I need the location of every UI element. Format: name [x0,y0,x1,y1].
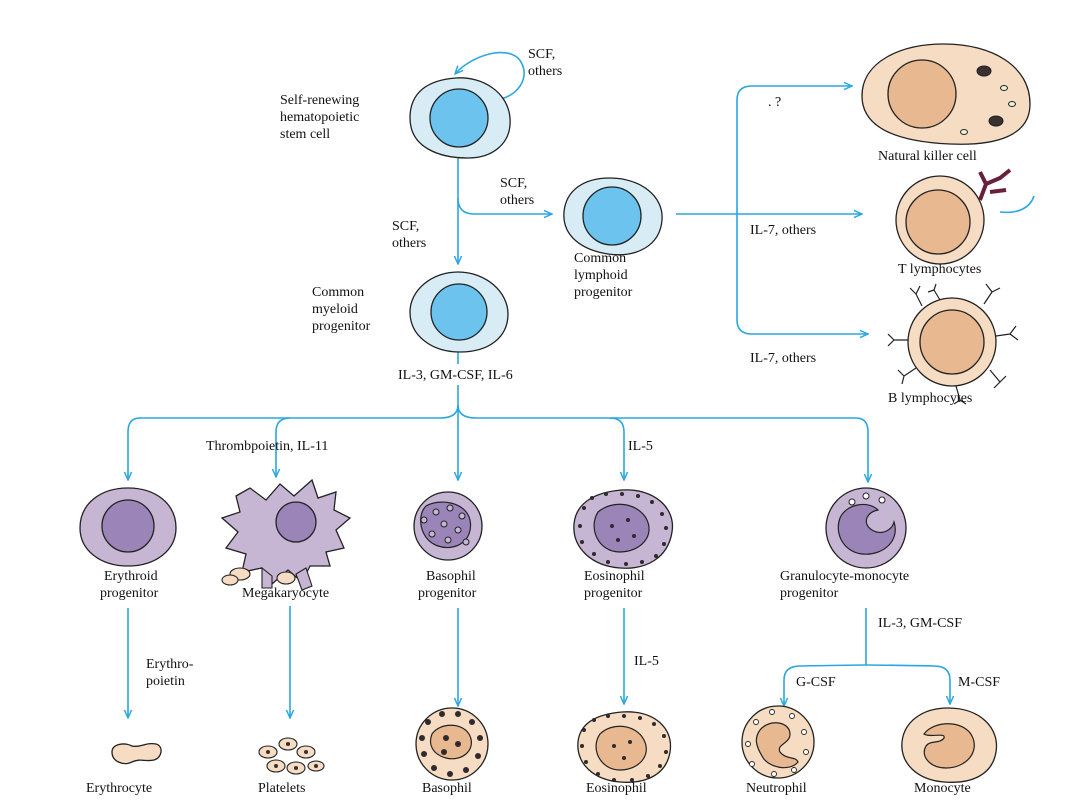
gm-prog-label-1: Granulocyte-monocyte [780,569,909,584]
b-lymphocyte-cell [887,283,1019,405]
lymphoid-to-nk-arrow [736,86,852,214]
lymphoid-label-2: lymphoid [574,268,628,283]
erythroid-label-1: Erythroid [104,569,158,584]
erythro-label-2: poietin [146,674,185,689]
erythro-label-1: Erythro- [146,657,194,672]
question-label: . ? [768,95,781,110]
myeloid-label-1: Common [312,285,364,300]
neutrophil-label: Neutrophil [746,781,807,796]
eosinophil-prog-label-1: Eosinophil [584,569,645,584]
scf-top-label-1: SCF, [528,47,555,62]
megakaryocyte-cell [220,478,352,591]
gm-to-monocyte-arrow [865,664,950,704]
labels: SCF, others Self-renewing hematopoietic … [86,47,1000,796]
thrombo-label: Thrombpoietin, IL-11 [206,439,328,454]
monocyte-cell [901,707,998,783]
lymphoid-progenitor-cell [563,177,663,256]
t-lymph-label: T lymphocytes [898,262,981,277]
stem-label-3: stem cell [280,127,330,142]
il5-top-label: IL-5 [628,439,653,454]
erythrocyte-cell [111,742,162,765]
basophil-label: Basophil [422,781,472,796]
stem-label-2: hematopoietic [280,110,359,125]
erythroid-progenitor-cell [79,487,177,567]
b-lymph-label: B lymphocytes [888,391,972,406]
nk-cell [861,43,1031,145]
basophil-cell [415,707,489,781]
eosinophil-label: Eosinophil [586,781,647,796]
lymphoid-label-3: progenitor [574,285,633,300]
scf-top-label-2: others [528,64,562,79]
gm-prog-label-2: progenitor [780,586,839,601]
eosinophil-progenitor-cell [573,489,674,569]
erythroid-label-2: progenitor [100,586,159,601]
eosinophil-prog-label-2: progenitor [584,586,643,601]
lymphoid-label-1: Common [574,251,626,266]
nk-label: Natural killer cell [878,149,977,164]
t-lymphocyte-cell [895,168,1012,265]
gm-progenitor-cell [825,487,907,569]
myeloid-fan-right [457,404,868,482]
arrows [128,51,1035,718]
self-renew-arrow [455,51,525,101]
stem-cell [409,77,511,159]
scf-left-label-2: others [392,236,426,251]
il3-gm-label: IL-3, GM-CSF [878,616,962,631]
scf-mid-label-1: SCF, [500,176,527,191]
basophil-progenitor-cell [413,491,483,561]
platelets-label: Platelets [258,781,305,796]
neutrophil-cell [741,705,815,779]
erythrocyte-label: Erythrocyte [86,781,152,796]
basophil-prog-label-2: progenitor [418,586,477,601]
myeloid-label-2: myeloid [312,302,358,317]
monocyte-label: Monocyte [914,781,971,796]
myeloid-progenitor-cell [409,271,509,353]
il7-label-1: IL-7, others [750,223,816,238]
gm-to-neutrophil-arrow [784,664,867,706]
gcsf-label: G-CSF [796,675,836,690]
il7-label-2: IL-7, others [750,351,816,366]
il3-gm-il6-label: IL-3, GM-CSF, IL-6 [398,368,513,383]
lymphoid-to-b-arrow [736,214,868,334]
myeloid-to-eosinophil-arrow [609,417,624,480]
myeloid-to-megakaryocyte-arrow [276,417,291,477]
stem-to-lymphoid-arrow [457,197,552,214]
myeloid-fan-left [128,404,459,480]
il5-bottom-label: IL-5 [634,654,659,669]
platelets-cell [258,737,325,775]
eosinophil-cell [577,711,672,783]
t-lymph-loop [999,195,1035,214]
scf-left-label-1: SCF, [392,219,419,234]
mcsf-label: M-CSF [958,675,1000,690]
megakaryocyte-label: Megakaryocyte [242,586,329,601]
basophil-prog-label-1: Basophil [426,569,476,584]
scf-mid-label-2: others [500,193,534,208]
stem-label-1: Self-renewing [280,93,359,108]
myeloid-label-3: progenitor [312,319,371,334]
